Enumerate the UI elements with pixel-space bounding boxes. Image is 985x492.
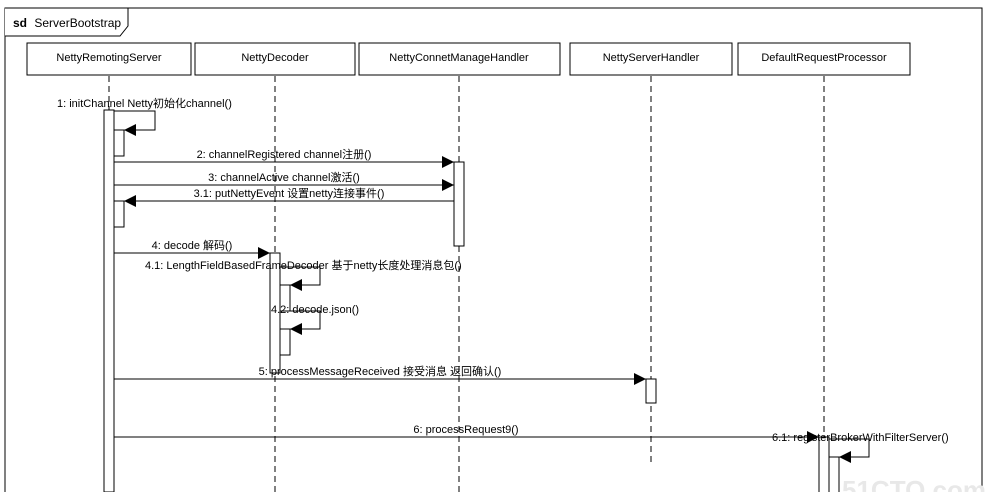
activation-bar-decoder — [269, 252, 281, 374]
message-6-1: 6.1: registerBrokerWithFilterServer() — [772, 432, 949, 463]
participant-label: DefaultRequestProcessor — [761, 52, 887, 64]
participant-label: NettyServerHandler — [603, 52, 700, 64]
frame-keyword: sd — [13, 16, 27, 30]
activation-bar-server-main — [103, 109, 115, 492]
activation-bar-processor-nested — [828, 456, 840, 492]
participant-label: NettyDecoder — [241, 52, 309, 64]
frame-border — [4, 7, 983, 492]
message-label: 3: channelActive channel激活() — [208, 170, 360, 184]
frame-tab — [5, 7, 129, 37]
activation-bar-decoder-nested-2 — [279, 328, 291, 356]
activation-bar-serverhandler — [645, 378, 657, 404]
message-1: 1: initChannel Netty初始化channel() — [57, 96, 232, 136]
message-4-2: 4.2: decode.json() — [271, 304, 359, 335]
message-label: 3.1: putNettyEvent 设置netty连接事件() — [194, 187, 385, 200]
message-label: 6: processRequest9() — [413, 424, 518, 436]
message-3-1: 3.1: putNettyEvent 设置netty连接事件() — [124, 187, 454, 207]
participant-nettydecoder: NettyDecoder — [194, 42, 356, 76]
participant-label: NettyConnetManageHandler — [389, 52, 529, 64]
activation-bar-server-nested-1 — [113, 129, 125, 157]
message-label: 4.1: LengthFieldBasedFrameDecoder 基于nett… — [145, 258, 462, 272]
participant-nettyserverhandler: NettyServerHandler — [569, 42, 733, 76]
message-4: 4: decode 解码() — [114, 238, 270, 259]
activation-bar-processor — [818, 436, 830, 492]
frame-name: ServerBootstrap — [34, 16, 121, 30]
message-label: 2: channelRegistered channel注册() — [197, 147, 372, 161]
participant-label: NettyRemotingServer — [56, 52, 161, 64]
message-5: 5: processMessageReceived 接受消息 返回确认() — [114, 364, 646, 385]
participant-defaultrequestprocessor: DefaultRequestProcessor — [737, 42, 911, 76]
participant-nettyremotingserver: NettyRemotingServer — [26, 42, 192, 76]
message-6: 6: processRequest9() — [114, 424, 819, 443]
message-label: 1: initChannel Netty初始化channel() — [57, 96, 232, 110]
message-label: 4.2: decode.json() — [271, 304, 359, 316]
participant-nettyconnetmanagehandler: NettyConnetManageHandler — [358, 42, 561, 76]
activation-bar-server-nested-2 — [113, 200, 125, 228]
watermark: 51CTO.com — [842, 475, 985, 492]
message-3: 3: channelActive channel激活() — [114, 170, 454, 191]
message-label: 4: decode 解码() — [152, 238, 233, 252]
message-label: 6.1: registerBrokerWithFilterServer() — [772, 432, 949, 444]
message-4-1: 4.1: LengthFieldBasedFrameDecoder 基于nett… — [145, 258, 462, 291]
message-label: 5: processMessageReceived 接受消息 返回确认() — [259, 364, 502, 378]
activation-bar-connmanager — [453, 161, 465, 247]
message-2: 2: channelRegistered channel注册() — [114, 147, 454, 168]
frame-title: sd ServerBootstrap — [13, 16, 121, 30]
